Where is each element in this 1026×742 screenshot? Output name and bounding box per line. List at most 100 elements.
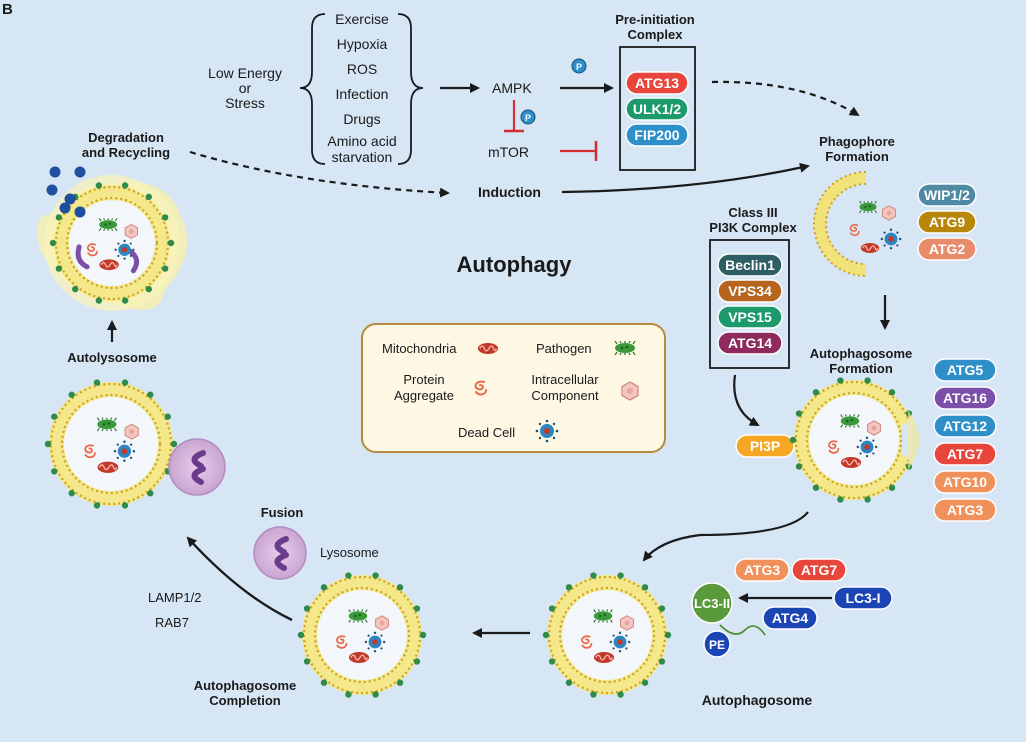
phospho-icon xyxy=(571,58,587,74)
legend-protein-line: Protein xyxy=(403,372,444,387)
protein-atg16-label: ATG16 xyxy=(943,390,987,406)
lc3-ii-protein: LC3-II xyxy=(691,582,733,624)
lc3-marker-icon xyxy=(95,297,103,304)
trigger-hypoxia: Hypoxia xyxy=(337,36,388,52)
trigger-starvation: starvation xyxy=(332,149,393,165)
autophagosome-vesicle xyxy=(542,572,672,698)
protein-atg3-lc3: ATG3 xyxy=(734,558,790,582)
lc3-marker-icon xyxy=(303,658,311,665)
lc3-marker-icon xyxy=(68,391,75,398)
pi3p-badge: PI3P xyxy=(735,434,795,458)
trigger-amino-acid: Amino acid xyxy=(327,133,396,149)
lc3-marker-icon xyxy=(888,389,896,396)
fusion-arrow xyxy=(186,536,293,622)
lc3-marker-icon xyxy=(320,679,328,686)
induction-to-phagophore-arrow xyxy=(561,162,810,194)
lc3-marker-icon xyxy=(617,691,624,698)
protein-beclin1: Beclin1 xyxy=(717,253,783,277)
lc3-marker-icon xyxy=(51,468,58,475)
protein-beclin1-label: Beclin1 xyxy=(725,257,775,273)
lc3-marker-icon xyxy=(789,436,797,444)
stress-label: Low Energy or Stress xyxy=(208,65,282,111)
lc3-marker-icon xyxy=(419,631,427,639)
protein-atg16: ATG16 xyxy=(933,386,997,410)
recycling-to-induction-arrow xyxy=(189,150,450,198)
ampk-label: AMPK xyxy=(492,80,532,96)
protein-atg7-lc3-label: ATG7 xyxy=(801,562,838,578)
protein-vps34: VPS34 xyxy=(717,279,783,303)
phospho-icon xyxy=(520,109,536,125)
completed-autophagosome-vesicle xyxy=(297,572,427,698)
protein-atg12: ATG12 xyxy=(933,414,997,438)
preinit-title-line: Pre-initiation xyxy=(615,12,695,27)
rab7-label: RAB7 xyxy=(155,615,189,630)
component-icon xyxy=(867,420,881,436)
lc3-marker-icon xyxy=(297,631,305,639)
pi3p: PI3P xyxy=(735,434,795,458)
lc3-marker-icon xyxy=(658,658,666,665)
induction-label: Induction xyxy=(478,184,541,200)
mitochondria-icon xyxy=(98,258,120,271)
lc3-marker-icon xyxy=(565,679,573,686)
phagophore-membrane xyxy=(813,171,902,277)
lc3-marker-icon xyxy=(68,490,75,497)
lc3-marker-icon xyxy=(658,605,666,612)
lc3-marker-icon xyxy=(161,214,169,221)
component-icon xyxy=(882,205,896,221)
lc3-marker-icon xyxy=(565,584,573,591)
lc3-ii-label: LC3-II xyxy=(694,596,730,611)
lipid-tail-icon xyxy=(719,624,766,636)
lc3-marker-icon xyxy=(164,413,171,420)
protein-atg13-label: ATG13 xyxy=(635,75,679,91)
legend-deadcell-label: Dead Cell xyxy=(458,425,515,440)
protein-vps15: VPS15 xyxy=(717,305,783,329)
lc3-marker-icon xyxy=(864,377,871,384)
component-icon xyxy=(375,615,389,631)
lysosome-label: Lysosome xyxy=(320,545,379,560)
protein-atg13: ATG13 xyxy=(625,71,689,95)
protein-atg4-label: ATG4 xyxy=(772,610,809,626)
lc3-marker-icon xyxy=(121,502,129,509)
lc3-marker-icon xyxy=(95,182,103,189)
protein-atg3: ATG3 xyxy=(933,498,997,522)
lc3-marker-icon xyxy=(345,572,352,579)
lc3-marker-icon xyxy=(49,239,57,247)
lc3-marker-icon xyxy=(396,679,404,686)
protein-atg10-label: ATG10 xyxy=(943,474,987,490)
autolysosome-vesicle xyxy=(44,379,178,509)
protein-atg9-label: ATG9 xyxy=(929,214,966,230)
lc3-marker-icon xyxy=(93,379,101,386)
protein-atg10: ATG10 xyxy=(933,470,997,494)
lc3-marker-icon xyxy=(641,679,649,686)
lc3-marker-icon xyxy=(864,496,871,503)
mitochondria-icon xyxy=(840,456,862,469)
phospho-label: P xyxy=(525,113,531,123)
completion-title-line: Autophagosome xyxy=(194,678,297,693)
diagram-title: Autophagy xyxy=(457,252,573,277)
protein-ulk1-2: ULK1/2 xyxy=(625,97,689,121)
pi3p-label: PI3P xyxy=(750,438,780,454)
phagophore-title-line: Formation xyxy=(825,149,889,164)
legend-pathogen-label: Pathogen xyxy=(536,341,592,356)
lc3-marker-icon xyxy=(147,490,154,497)
lc3-marker-icon xyxy=(44,440,52,448)
right-brace xyxy=(397,13,424,165)
protein-fip200-label: FIP200 xyxy=(634,127,679,143)
protein-atg3-lc3-label: ATG3 xyxy=(744,562,781,578)
lc3-marker-icon xyxy=(812,389,820,396)
lysosome-fragment-icon xyxy=(126,248,140,274)
autolysosome-label: Autolysosome xyxy=(67,350,157,365)
lc3-marker-icon xyxy=(161,265,169,272)
lamp-label: LAMP1/2 xyxy=(148,590,201,605)
fused-lysosome-crescents xyxy=(191,450,206,485)
lysosome-fragment-icon xyxy=(75,244,90,270)
lc3-marker-icon xyxy=(121,182,129,189)
component-icon xyxy=(124,423,139,440)
pi3k-title-line: PI3K Complex xyxy=(709,220,797,235)
lc3-marker-icon xyxy=(548,605,556,612)
lc3-marker-icon xyxy=(93,502,101,509)
forming-autophagosome xyxy=(789,377,922,503)
